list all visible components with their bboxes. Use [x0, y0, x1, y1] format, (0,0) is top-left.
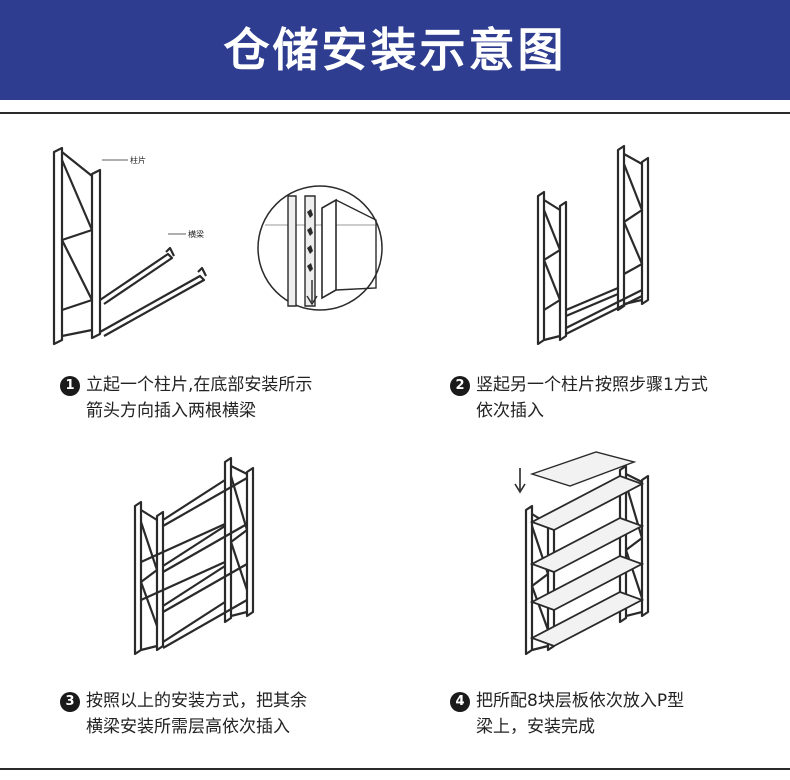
step1-illustration: 柱片 横梁 — [52, 146, 383, 346]
step4-number-badge: 4 — [450, 692, 470, 712]
step1-caption: 1 立起一个柱片,在底部安装所示 箭头方向插入两根横梁 — [60, 372, 312, 424]
step4-illustration — [514, 451, 650, 656]
step3-caption: 3 按照以上的安装方式，把其余 横梁安装所需层高依次插入 — [60, 688, 307, 740]
step4-caption: 4 把所配8块层板依次放入P型 梁上，安装完成 — [450, 688, 684, 740]
top-divider — [0, 112, 790, 114]
callout-post: 柱片 — [130, 155, 146, 165]
callout-beam: 横梁 — [188, 229, 204, 239]
step2-caption: 2 竖起另一个柱片按照步骤1方式 依次插入 — [450, 372, 708, 424]
step3-illustration — [133, 456, 255, 656]
step1-line2: 箭头方向插入两根横梁 — [86, 401, 256, 421]
step3-line2: 横梁安装所需层高依次插入 — [86, 717, 290, 737]
step1-number-badge: 1 — [60, 376, 80, 396]
step2-number-badge: 2 — [450, 376, 470, 396]
header-banner: 仓储安装示意图 — [0, 0, 790, 100]
step1-line1: 立起一个柱片,在底部安装所示 — [86, 375, 313, 395]
step3-number-badge: 3 — [60, 692, 80, 712]
step2-illustration — [536, 144, 650, 346]
bottom-divider — [0, 768, 790, 770]
detail-circle — [257, 185, 383, 311]
step2-line2: 依次插入 — [476, 401, 544, 421]
step3-line1: 按照以上的安装方式，把其余 — [86, 691, 307, 711]
step4-line2: 梁上，安装完成 — [476, 717, 595, 737]
step2-line1: 竖起另一个柱片按照步骤1方式 — [476, 375, 708, 395]
page-title: 仓储安装示意图 — [223, 23, 567, 77]
step4-line1: 把所配8块层板依次放入P型 — [476, 691, 685, 711]
